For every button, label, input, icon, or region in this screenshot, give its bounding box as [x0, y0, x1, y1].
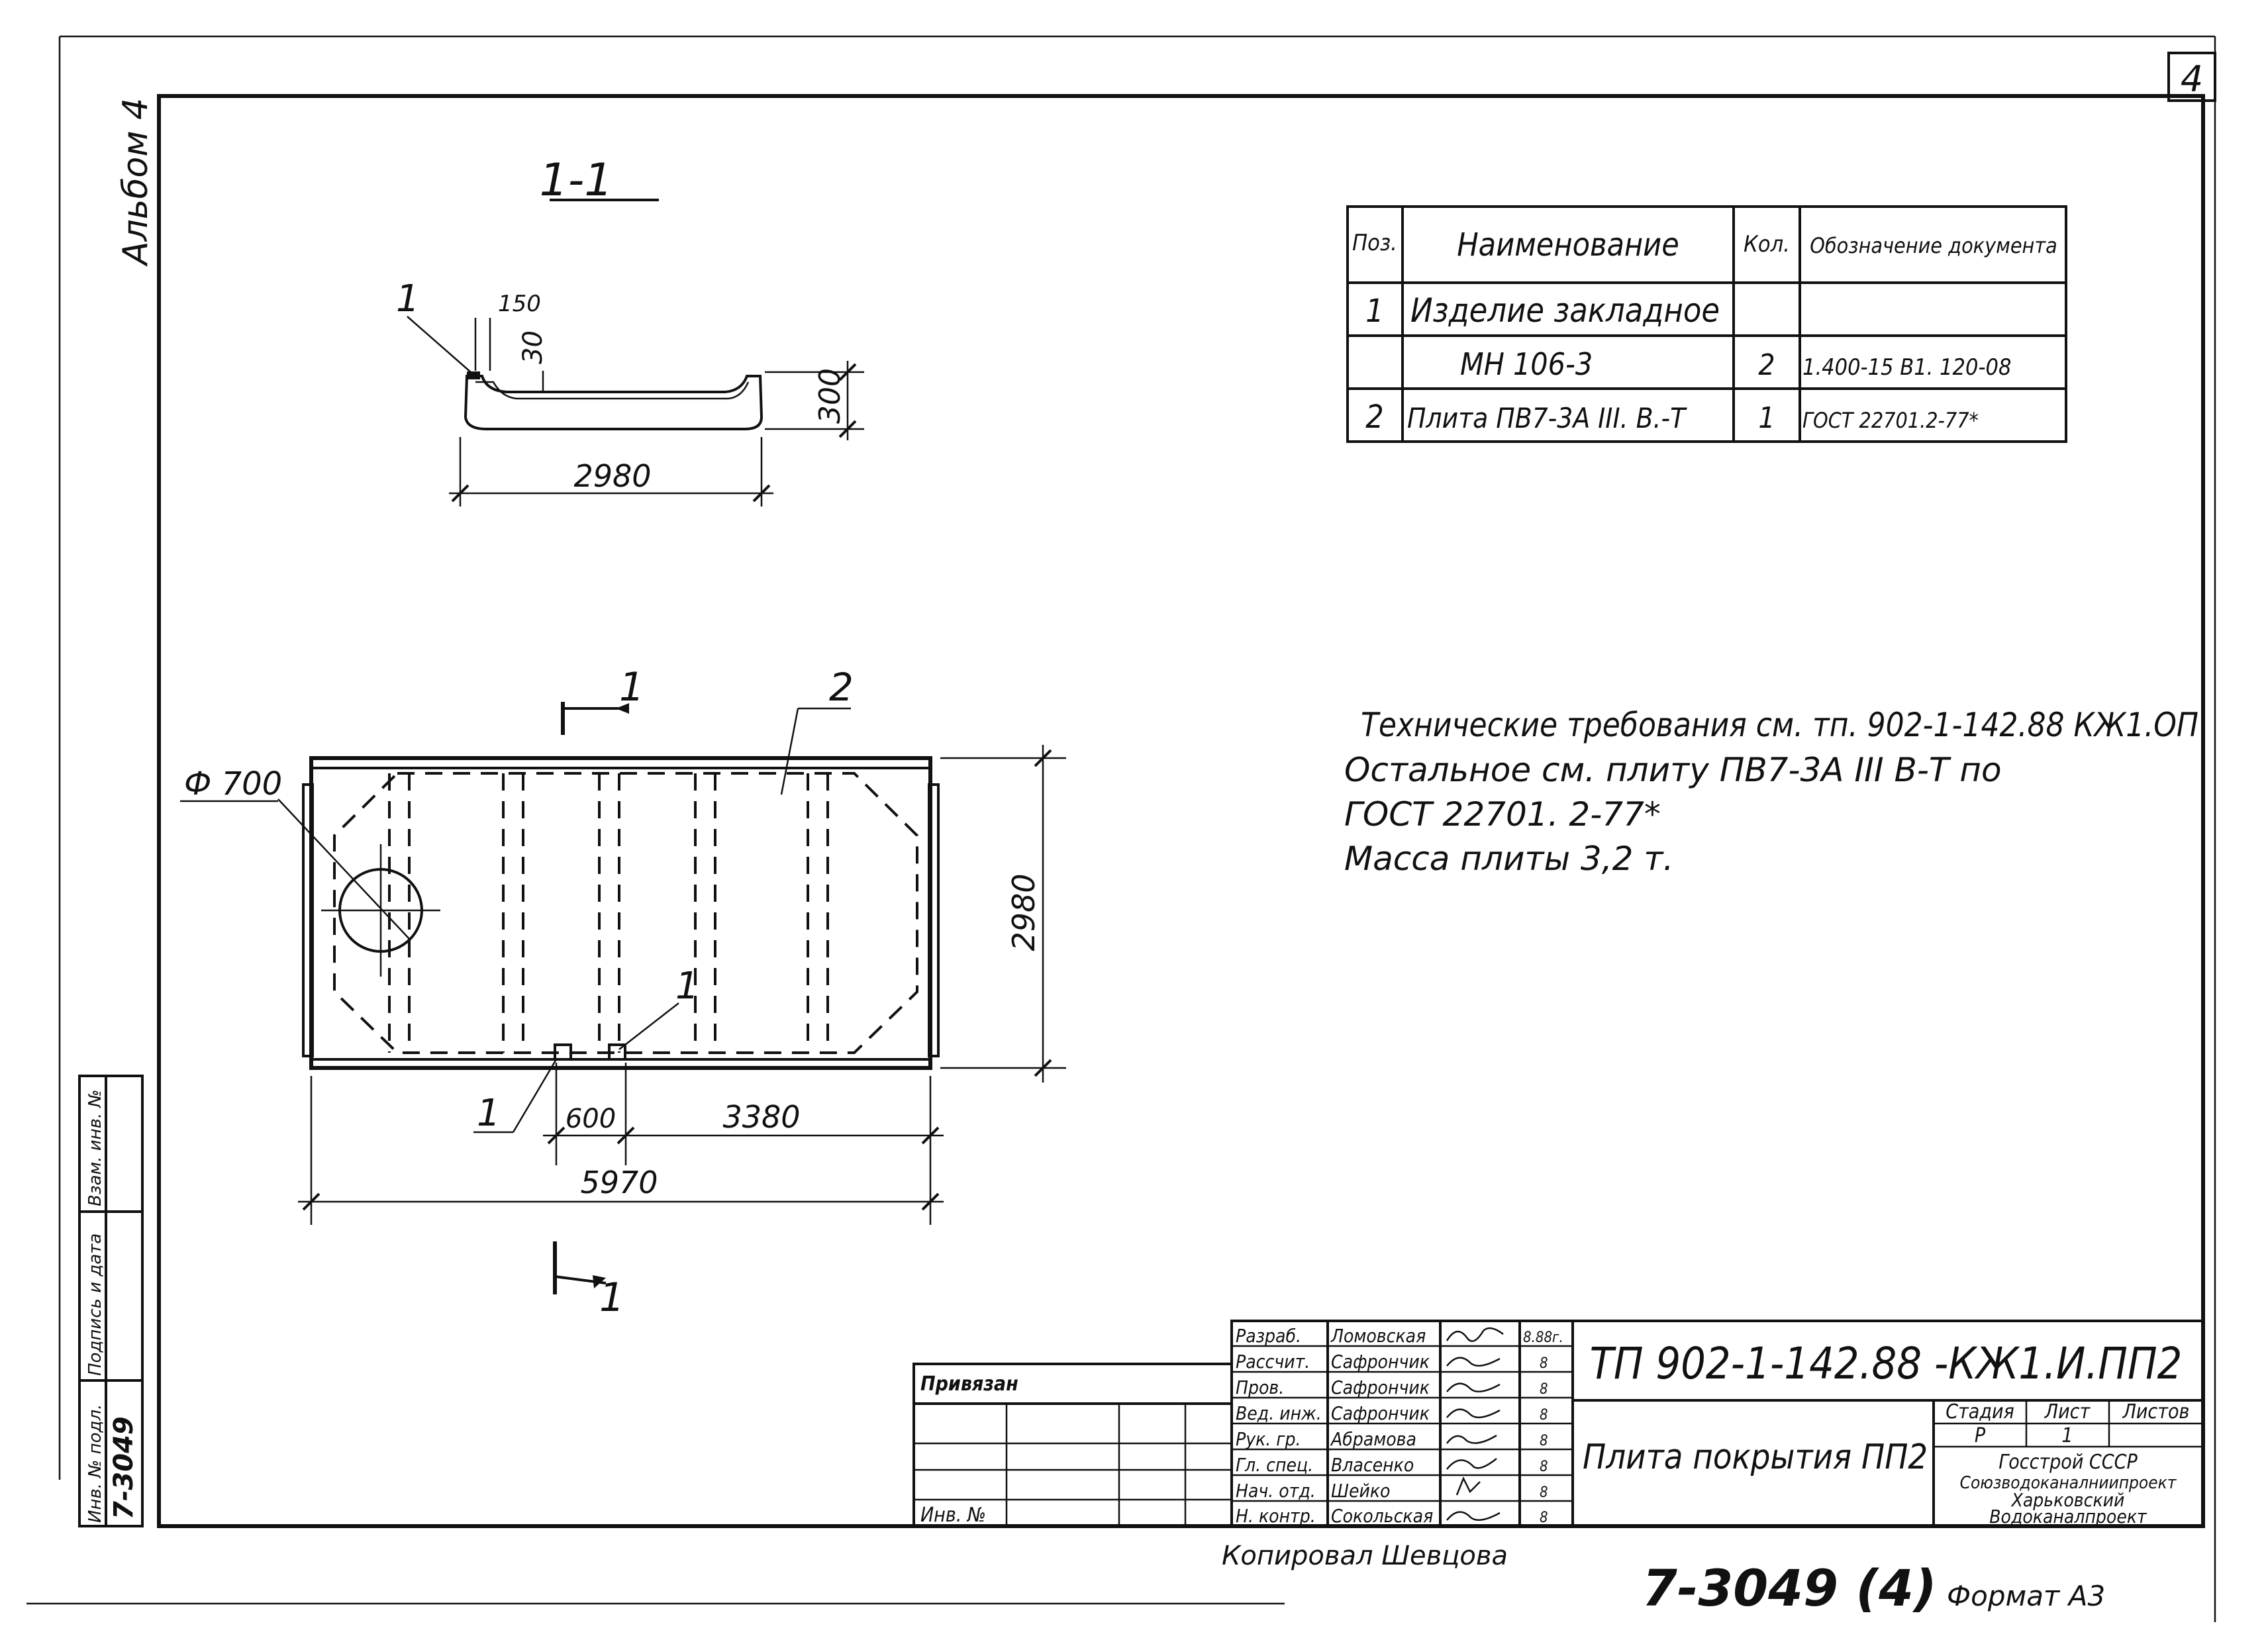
dim-150: 150 — [498, 291, 541, 317]
note-line-4: Масса плиты 3,2 т. — [1344, 840, 1673, 878]
left-stamp — [78, 1075, 144, 1527]
archive-number: 7-3049 (4) — [1642, 1559, 1937, 1618]
role-date: 8 — [1540, 1407, 1548, 1424]
role-date: 8 — [1540, 1381, 1548, 1398]
title-block — [912, 1320, 2204, 1527]
plan-callout-1a: 1 — [477, 1092, 501, 1135]
format-label: Формат А3 — [1947, 1580, 2105, 1612]
role-date: 8 — [1540, 1484, 1548, 1501]
org-line-2: Союзводоканалниипроект — [1960, 1473, 2177, 1493]
spec-row3-qty: 1 — [1758, 401, 1775, 435]
spec-row2-name: МН 106-3 — [1460, 346, 1593, 382]
plan-ribs — [388, 773, 829, 1053]
plan-callout-1b: 1 — [675, 965, 699, 1008]
org-line-3: Харьковский — [2010, 1489, 2125, 1511]
doc-code: ТП 902-1-142.88 -КЖ1.И.ПП2 — [1590, 1338, 2183, 1389]
section-title: 1-1 — [539, 154, 613, 207]
stamp-label-vzam: Взам. инв. № — [85, 1089, 105, 1206]
role-label: Гл. спец. — [1236, 1454, 1313, 1476]
spec-row1-name: Изделие закладное — [1410, 291, 1720, 330]
section-callout-1: 1 — [396, 277, 420, 320]
stamp-code: 7-3049 — [109, 1416, 139, 1520]
inv-no-label: Инв. № — [920, 1504, 986, 1527]
section-mark-top: 1 — [619, 664, 644, 710]
spec-row3-name: Плита ПВ7-3А III. В.-Т — [1407, 402, 1687, 434]
dim-3380: 3380 — [722, 1099, 800, 1135]
drawing-name: Плита покрытия ПП2 — [1583, 1437, 1928, 1477]
dim-5970: 5970 — [580, 1165, 658, 1200]
privyazan-label: Привязан — [920, 1373, 1018, 1396]
title-roles: Разраб. Ломовская 8.88г. Рассчит. Сафрон… — [1236, 1325, 1563, 1527]
plan-callout-2: 2 — [829, 665, 854, 710]
role-label: Рассчит. — [1236, 1351, 1310, 1373]
role-label: Разраб. — [1236, 1325, 1301, 1347]
role-name: Сафрончик — [1331, 1351, 1430, 1373]
org-line-4: Водоканалпроект — [1989, 1506, 2147, 1527]
note-line-3: ГОСТ 22701. 2-77* — [1344, 795, 1661, 834]
role-label: Н. контр. — [1236, 1505, 1316, 1527]
note-line-1: Технические требования см. тп. 902-1-142… — [1361, 706, 2198, 744]
sheet-value: 1 — [2061, 1424, 2073, 1447]
role-name: Ломовская — [1330, 1325, 1426, 1347]
signatures — [1446, 1327, 1504, 1521]
role-name: Сокольская — [1331, 1505, 1433, 1527]
stage-label: Стадия — [1946, 1400, 2014, 1424]
spec-table — [1346, 205, 2067, 443]
dim-2980-plan: 2980 — [1006, 873, 1042, 951]
spec-header-name: Наименование — [1457, 226, 1679, 264]
spec-row3-doc: ГОСТ 22701.2-77* — [1802, 408, 1979, 433]
spec-row2-doc: 1.400-15 В1. 120-08 — [1802, 354, 2011, 381]
role-date: 8 — [1540, 1355, 1548, 1372]
dim-600: 600 — [566, 1104, 616, 1134]
spec-header-pos: Поз. — [1352, 230, 1397, 256]
spec-header-doc: Обозначение документа — [1810, 233, 2057, 258]
spec-row3-pos: 2 — [1365, 399, 1383, 436]
section-1-1: 1-1 1 150 30 300 2980 — [396, 154, 864, 507]
role-label: Вед. инж. — [1236, 1402, 1322, 1424]
role-date: 8 — [1540, 1433, 1548, 1449]
stamp-label-inv: Инв. № подл. — [85, 1404, 105, 1523]
role-name: Власенко — [1331, 1454, 1414, 1476]
spec-header-qty: Кол. — [1744, 231, 1790, 258]
dim-300: 300 — [813, 368, 847, 424]
role-label: Рук. гр. — [1236, 1428, 1301, 1450]
album-label: Альбом 4 — [116, 98, 156, 267]
role-name: Сафрончик — [1331, 1376, 1430, 1398]
role-label: Нач. отд. — [1236, 1480, 1316, 1502]
sheet-label: Лист — [2044, 1400, 2091, 1424]
section-mark-bottom: 1 — [599, 1275, 624, 1321]
org-line-1: Госстрой СССР — [1998, 1451, 2138, 1474]
dim-30: 30 — [518, 330, 548, 364]
stamp-label-sign: Подпись и дата — [85, 1233, 105, 1376]
role-name: Абрамова — [1330, 1428, 1416, 1450]
note-line-2: Остальное см. плиту ПВ7-3А III В-Т по — [1344, 751, 2002, 789]
role-date: 8 — [1540, 1510, 1548, 1526]
spec-row1-pos: 1 — [1365, 293, 1383, 330]
plan-view: Ф 700 2 1 1 1 1 2980 — [180, 664, 1066, 1321]
copied-by: Копировал Шевцова — [1222, 1541, 1508, 1571]
spec-row2-qty: 2 — [1758, 348, 1775, 382]
role-name: Сафрончик — [1331, 1402, 1430, 1424]
role-name: Шейко — [1331, 1480, 1390, 1502]
dim-2980-section: 2980 — [573, 458, 651, 494]
hole-label: Ф 700 — [184, 765, 282, 802]
sheets-label: Листов — [2122, 1400, 2190, 1424]
role-date: 8 — [1540, 1459, 1548, 1475]
role-date: 8.88г. — [1523, 1329, 1563, 1346]
sheet-number: 4 — [2181, 58, 2203, 100]
stage-value: Р — [1975, 1424, 1986, 1447]
role-label: Пров. — [1236, 1376, 1284, 1398]
